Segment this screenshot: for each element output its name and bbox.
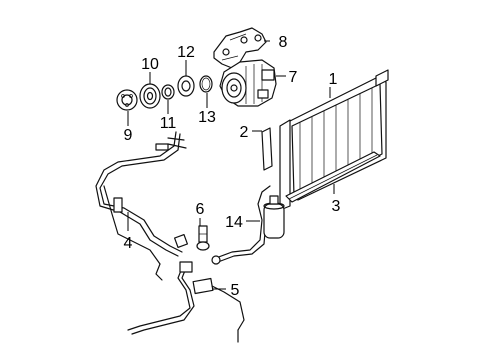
condenser: [279, 69, 389, 211]
pressure-switch: [196, 225, 210, 251]
condenser-seal-side: [261, 127, 273, 171]
callout-5: 5: [231, 282, 240, 299]
clutch-coil: [177, 75, 195, 97]
accumulator-drier: [211, 185, 285, 265]
callout-13: 13: [198, 109, 216, 126]
callout-labels: 1 2 3 4 5 6 7 8 9 10 11 12 13 14: [124, 34, 341, 299]
callout-7: 7: [289, 69, 298, 86]
callout-9: 9: [124, 127, 133, 144]
discharge-suction-lines: [95, 131, 189, 281]
leader-lines: [127, 40, 335, 290]
snap-ring: [199, 75, 213, 93]
callout-2: 2: [240, 124, 249, 141]
manifold-hose: [127, 261, 245, 343]
callout-10: 10: [141, 56, 159, 73]
condenser-seal-bottom: [285, 151, 381, 203]
clutch-pulley: [139, 83, 161, 109]
clutch-bearing: [161, 84, 175, 100]
callout-11: 11: [160, 115, 177, 132]
callout-14: 14: [225, 214, 243, 231]
callout-1: 1: [329, 71, 338, 88]
callout-3: 3: [332, 198, 341, 215]
ac-compressor: [219, 59, 277, 107]
callout-12: 12: [177, 44, 195, 61]
clutch-hub: [116, 89, 138, 111]
compressor-bracket: [213, 27, 267, 69]
callout-4: 4: [124, 235, 133, 252]
callout-6: 6: [196, 201, 205, 218]
callout-8: 8: [279, 34, 288, 51]
